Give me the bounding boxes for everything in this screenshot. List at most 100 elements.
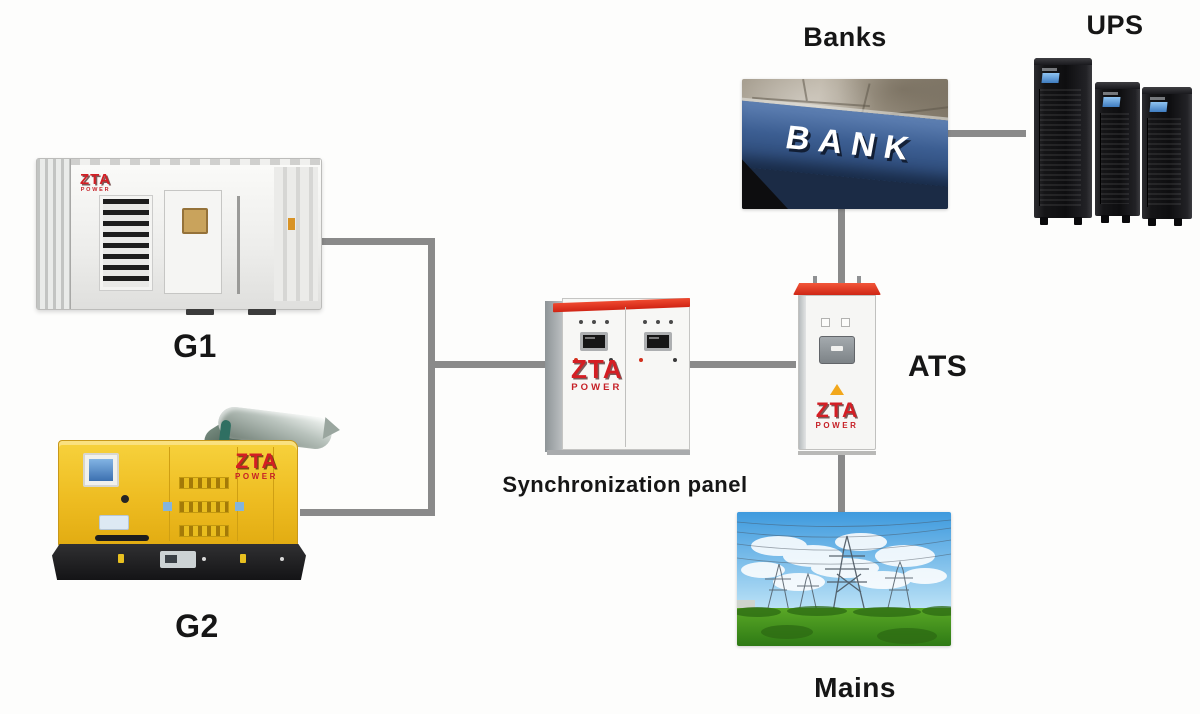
- zta-logo-subtext: POWER: [235, 472, 279, 481]
- g1-skid: [248, 309, 276, 315]
- ups-foot: [1148, 218, 1156, 226]
- wall-crack: [802, 79, 808, 102]
- wall-crack: [890, 104, 948, 116]
- ats-display-panel: [819, 336, 855, 364]
- connector-bus-sync: [428, 361, 548, 368]
- indicator-light: [604, 320, 609, 324]
- sync-display-screen: [579, 332, 608, 351]
- mains-label: Mains: [814, 672, 896, 703]
- ups-display-screen: [1149, 102, 1168, 112]
- g1-door-handle: [237, 196, 240, 294]
- g1-louver-vent: [100, 196, 152, 290]
- g2-canopy-body: ZTA POWER: [58, 440, 298, 546]
- warning-triangle-icon: [830, 384, 844, 395]
- connector-g2-bus: [300, 509, 435, 516]
- indicator-light: [669, 320, 673, 324]
- ups-label: UPS: [1086, 10, 1144, 40]
- ups-top-cap: [1034, 58, 1092, 65]
- g1-label: G1: [173, 328, 217, 364]
- ups-vent-panel: [1039, 89, 1081, 206]
- ups-foot: [1074, 217, 1082, 225]
- ups-top-cap: [1142, 87, 1192, 94]
- zta-power-logo: ZTA POWER: [815, 400, 858, 430]
- ats-indicator-window: [841, 318, 850, 327]
- ups-brand-mark: [1042, 68, 1057, 71]
- zta-logo-subtext: POWER: [815, 421, 859, 430]
- ups-foot: [1040, 217, 1048, 225]
- ats-cabinet-base: [798, 451, 876, 455]
- g2-power-socket: [160, 551, 196, 568]
- g2-label: G2: [175, 608, 219, 644]
- ups-foot: [1101, 215, 1109, 223]
- g1-control-door: [164, 190, 222, 294]
- zta-logo-text: ZTA: [815, 399, 859, 422]
- ats-cabinet-side: [799, 296, 806, 449]
- g1-container-end-doors: [37, 159, 71, 309]
- connector-ats-banks: [838, 207, 845, 285]
- g2-emergency-button: [121, 495, 129, 503]
- g2-vent: [179, 477, 229, 489]
- sync-cabinet-base: [547, 450, 690, 455]
- node-mains-photo: [737, 512, 951, 646]
- ups-tower: [1142, 87, 1192, 226]
- node-ats: ZTA POWER: [793, 276, 881, 455]
- g2-panel-seam: [237, 447, 238, 541]
- g2-base-bolt: [280, 557, 284, 561]
- g1-corrugated-panel: [274, 167, 318, 301]
- ats-label: ATS: [908, 350, 968, 383]
- indicator-light: [578, 320, 583, 324]
- g1-roof-corrugation: [70, 159, 320, 165]
- ats-lifting-hook: [857, 276, 861, 285]
- sync-right-door: [627, 307, 689, 447]
- indicator-light: [591, 320, 596, 324]
- ups-foot: [1174, 218, 1182, 226]
- node-g2-generator: ZTA POWER: [52, 405, 342, 582]
- ups-display-screen: [1102, 97, 1121, 107]
- ats-cabinet-front: ZTA POWER: [798, 295, 876, 450]
- g2-control-screen: [89, 459, 113, 481]
- sync-left-door: [562, 307, 626, 447]
- ups-tower: [1034, 58, 1092, 225]
- ats-indicator-window: [821, 318, 830, 327]
- ups-top-cap: [1095, 82, 1140, 89]
- zta-logo-text: ZTA: [80, 171, 112, 188]
- power-lines-illustration: [737, 512, 951, 646]
- red-led: [639, 358, 643, 362]
- g2-base-bolt: [202, 557, 206, 561]
- ups-brand-mark: [1150, 97, 1165, 100]
- zta-logo-subtext: POWER: [571, 382, 623, 393]
- ups-brand-mark: [1103, 92, 1118, 95]
- zta-logo-text: ZTA: [571, 354, 623, 384]
- ats-red-top-cap: [793, 283, 881, 295]
- sync-status-leds: [627, 358, 689, 362]
- sync-status-leds: [562, 358, 625, 362]
- sync-panel-label: Synchronization panel: [502, 472, 748, 497]
- g1-warning-sticker: [288, 218, 295, 230]
- node-ups: [1034, 58, 1196, 230]
- zta-logo-subtext: POWER: [80, 187, 111, 193]
- zta-power-logo: ZTA POWER: [235, 451, 278, 481]
- connector-g1-bus: [318, 238, 435, 245]
- connector-ats-mains: [838, 452, 845, 514]
- dark-led: [609, 358, 613, 362]
- g2-vent: [179, 525, 229, 537]
- sync-indicator-lights: [627, 320, 689, 324]
- sync-cabinet-front: [562, 298, 690, 450]
- banks-label: Banks: [803, 22, 887, 52]
- g2-vent: [179, 501, 229, 513]
- g2-panel-seam: [273, 447, 274, 541]
- ups-display-screen: [1041, 73, 1060, 83]
- g2-latch-tab: [163, 502, 172, 511]
- g2-latch-tab: [235, 502, 244, 511]
- zta-power-logo: ZTA POWER: [80, 172, 111, 194]
- sync-cabinet-side: [545, 301, 562, 452]
- g2-base-skid: [52, 544, 306, 580]
- node-g1-generator: ZTA POWER: [36, 158, 322, 315]
- ups-vent-panel: [1100, 113, 1129, 204]
- sync-indicator-lights: [562, 320, 625, 324]
- ups-foot: [1122, 215, 1130, 223]
- ats-lifting-hook: [813, 276, 817, 285]
- g1-control-window: [182, 208, 208, 234]
- g2-label-sticker: [99, 515, 129, 530]
